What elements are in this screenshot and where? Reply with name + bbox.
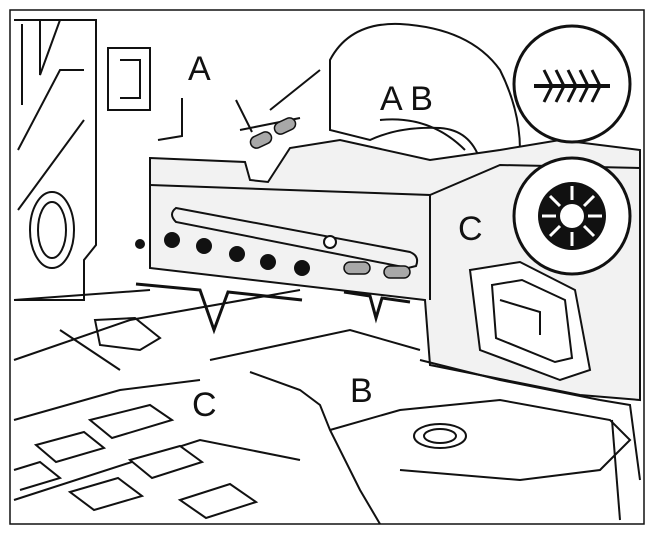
left-pillar xyxy=(14,19,97,301)
seat-shape xyxy=(329,22,522,162)
clip-pieces xyxy=(249,117,297,149)
upper-panel-area xyxy=(107,47,183,141)
ventilation-fan-icon xyxy=(512,156,632,276)
label-b-bottom: B xyxy=(350,372,373,410)
stitched-seam-icon xyxy=(512,24,632,144)
label-ab: A B xyxy=(380,80,433,118)
floor-lines xyxy=(13,289,632,525)
floor-drain xyxy=(413,423,467,449)
floor-grid xyxy=(13,403,259,520)
right-edge xyxy=(599,399,641,521)
slot-rail xyxy=(171,206,419,270)
bracket-lines xyxy=(135,282,411,335)
label-c-right: C xyxy=(458,210,483,248)
rail-clips xyxy=(343,261,411,279)
fastener-dots xyxy=(135,232,310,276)
label-c-bottom: C xyxy=(192,386,217,424)
label-a-top: A xyxy=(188,50,211,88)
